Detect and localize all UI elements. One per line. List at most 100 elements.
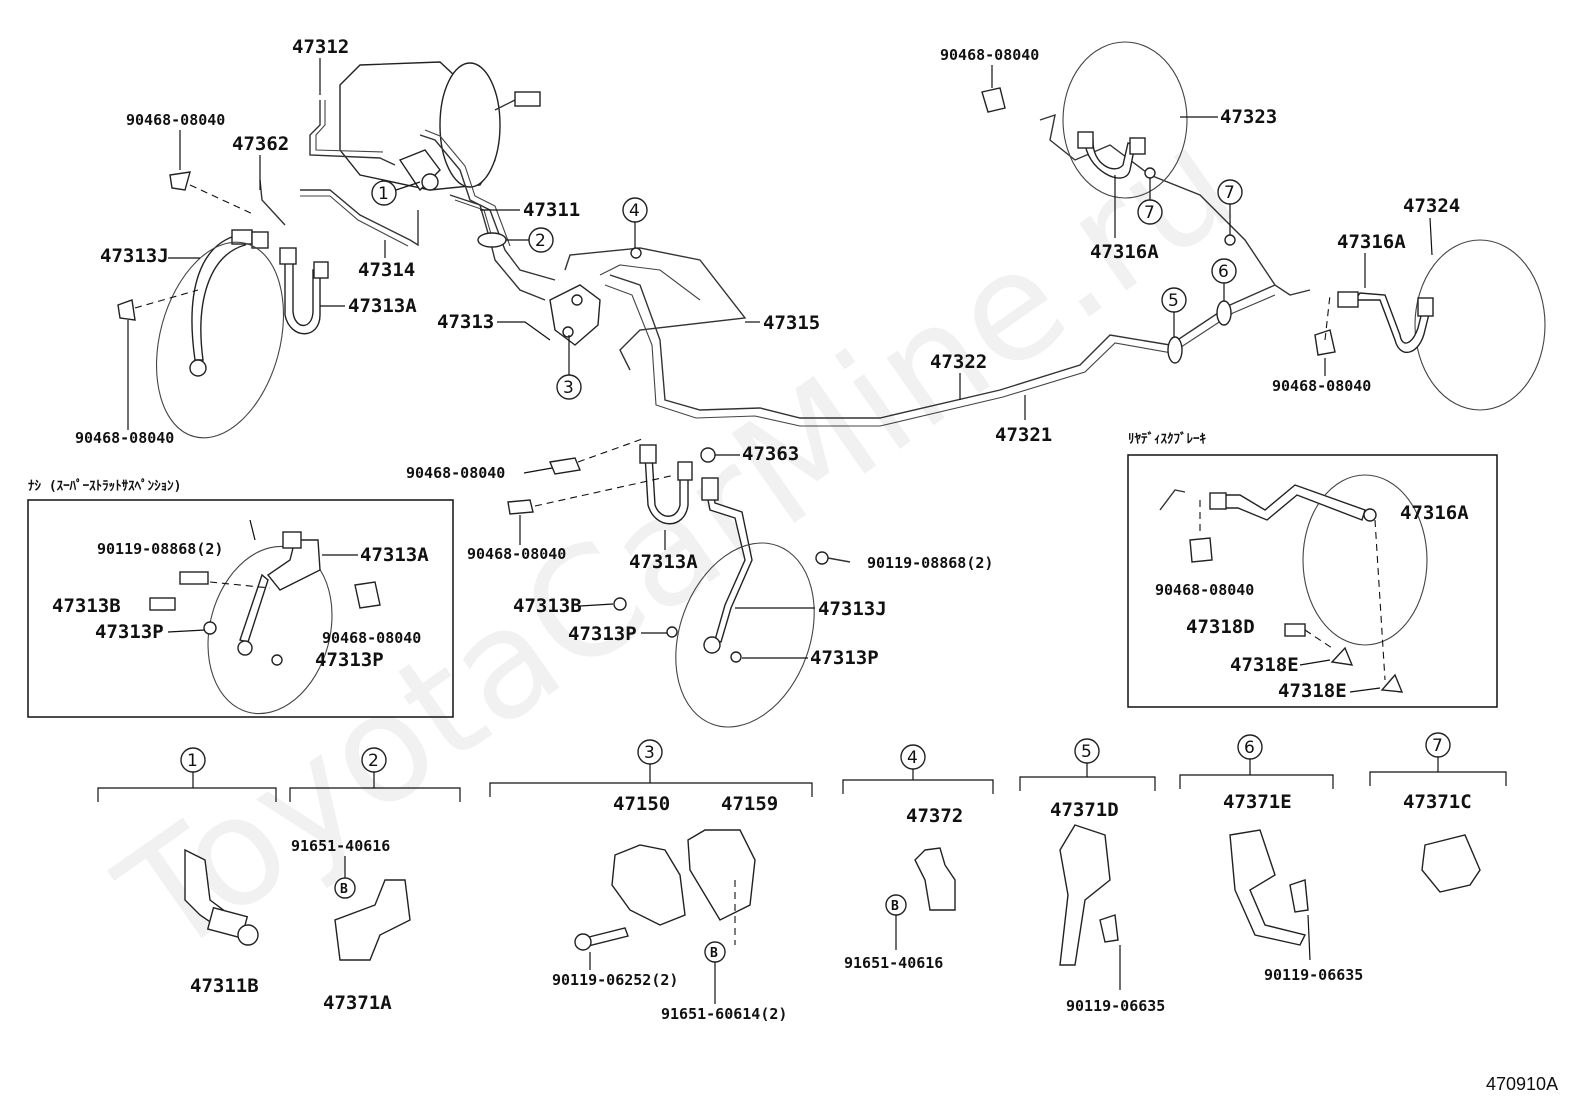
callout-6: 6 <box>1211 258 1237 326</box>
group-2-part-b: 47371A <box>323 992 392 1014</box>
group-4-part-b: 91651-40616 <box>844 954 943 972</box>
group-5: 5 47371D 90119-06635 <box>1019 738 1165 1015</box>
label-90468-08040-r: 90468-08040 <box>1272 377 1371 395</box>
svg-text:3: 3 <box>644 743 655 763</box>
svg-text:7: 7 <box>1432 736 1443 756</box>
box-right-label-90468: 90468-08040 <box>1155 581 1254 599</box>
label-47313J-b: 47313J <box>818 598 887 620</box>
proportioning-valve-drawing <box>549 284 601 346</box>
group-7-part-a: 47371C <box>1403 791 1472 813</box>
svg-text:2: 2 <box>535 231 546 251</box>
label-47313A-b: 47313A <box>629 551 698 573</box>
label-47315: 47315 <box>763 312 820 334</box>
box-right-label-47316A: 47316A <box>1400 502 1469 524</box>
callout-4: 4 <box>622 197 648 259</box>
callout-3: 3 <box>556 335 582 400</box>
box-right-title: ﾘﾔﾃﾞｨｽｸﾌﾞﾚｰｷ <box>1128 431 1207 447</box>
label-47316A-b: 47316A <box>1337 231 1406 253</box>
label-47313A-a: 47313A <box>348 295 417 317</box>
svg-text:B: B <box>340 882 348 897</box>
box-left-label-47313A: 47313A <box>360 544 429 566</box>
label-47321: 47321 <box>995 424 1052 446</box>
group-3-part-c: 91651-60614(2) <box>661 1005 787 1023</box>
group-4: 4 47372 B 91651-40616 <box>842 744 994 972</box>
front-brake-pipes <box>259 100 556 301</box>
group-3-part-b: 47159 <box>721 793 778 815</box>
group-6-part-a: 47371E <box>1223 791 1292 813</box>
pipe-47315 <box>564 247 747 371</box>
svg-text:1: 1 <box>187 751 198 771</box>
label-47316A-a: 47316A <box>1090 241 1159 263</box>
label-47324: 47324 <box>1403 195 1460 217</box>
svg-text:5: 5 <box>1168 291 1179 311</box>
group-6-part-b: 90119-06635 <box>1264 966 1363 984</box>
svg-text:4: 4 <box>907 748 918 768</box>
group-3-bolt-a: 90119-06252(2) <box>552 971 678 989</box>
group-5-part-a: 47371D <box>1050 799 1119 821</box>
svg-text:4: 4 <box>629 201 640 221</box>
box-left-label-47313B: 47313B <box>52 595 121 617</box>
brake-booster-drawing <box>339 61 541 192</box>
svg-text:7: 7 <box>1224 183 1235 203</box>
svg-text:B: B <box>710 946 718 961</box>
box-left-title: ﾅｼ (ｽｰﾊﾟｰｽﾄﾗｯﾄｻｽﾍﾟﾝｼｮﾝ) <box>28 478 181 494</box>
box-right-label-47318D: 47318D <box>1186 616 1255 638</box>
group-7: 7 47371C <box>1369 732 1507 893</box>
box-left-label-47313P-b: 47313P <box>315 649 384 671</box>
svg-text:B: B <box>891 899 899 914</box>
label-47313J-a: 47313J <box>100 245 169 267</box>
center-hoses <box>639 444 815 728</box>
diagram-code: 470910A <box>1486 1074 1558 1094</box>
box-right-label-47318E-a: 47318E <box>1230 654 1299 676</box>
label-90468-08040-c: 90468-08040 <box>406 464 505 482</box>
label-47323: 47323 <box>1220 106 1277 128</box>
inset-box-right: ﾘﾔﾃﾞｨｽｸﾌﾞﾚｰｷ 47316A 90468-08040 47318D 4… <box>1127 431 1498 708</box>
svg-text:7: 7 <box>1144 203 1155 223</box>
rear-hoses <box>1062 41 1546 411</box>
label-90468-08040-d: 90468-08040 <box>467 545 566 563</box>
label-47314: 47314 <box>358 259 415 281</box>
box-right-label-47318E-b: 47318E <box>1278 680 1347 702</box>
callout-5: 5 <box>1161 287 1187 364</box>
group-1-part: 47311B <box>190 975 259 997</box>
label-47362: 47362 <box>232 133 289 155</box>
front-hoses <box>155 229 329 439</box>
group-4-part-a: 47372 <box>906 805 963 827</box>
label-47322: 47322 <box>930 351 987 373</box>
label-90468-08040-b: 90468-08040 <box>75 429 174 447</box>
svg-text:3: 3 <box>563 378 574 398</box>
group-3: 3 47150 47159 B 90119-06252(2) 91651-606… <box>489 739 813 1023</box>
callouts: 1 2 3 4 5 6 <box>371 167 1243 400</box>
callout-2: 2 <box>477 227 554 253</box>
group-3-part-a: 47150 <box>613 793 670 815</box>
callout-7a: 7 <box>1137 167 1163 225</box>
label-47312: 47312 <box>292 36 349 58</box>
label-47313: 47313 <box>437 311 494 333</box>
callout-1: 1 <box>371 180 421 206</box>
svg-text:6: 6 <box>1244 738 1255 758</box>
group-1: 1 47311B <box>97 747 277 997</box>
svg-text:2: 2 <box>368 751 379 771</box>
main-labels: 47312 90468-08040 47362 47311 47313J 473… <box>75 36 1460 669</box>
clips <box>117 87 1336 663</box>
label-47363: 47363 <box>742 443 799 465</box>
label-90119-08868-a: 90119-08868(2) <box>867 554 993 572</box>
box-left-label-90468: 90468-08040 <box>322 629 421 647</box>
group-5-part-b: 90119-06635 <box>1066 997 1165 1015</box>
box-left-label-90119: 90119-08868(2) <box>97 540 223 558</box>
label-47313P-b: 47313P <box>810 647 879 669</box>
label-47313P-a: 47313P <box>568 623 637 645</box>
svg-text:6: 6 <box>1218 262 1229 282</box>
group-6: 6 47371E 90119-06635 <box>1179 734 1363 984</box>
svg-text:5: 5 <box>1081 742 1092 762</box>
group-2: 2 91651-40616 B 47371A <box>289 747 461 1014</box>
svg-text:1: 1 <box>378 184 389 204</box>
inset-box-left: ﾅｼ (ｽｰﾊﾟｰｽﾄﾗｯﾄｻｽﾍﾟﾝｼｮﾝ) 90119-08868(2) 4… <box>27 478 454 718</box>
callout-7b: 7 <box>1217 179 1243 246</box>
label-47313B-a: 47313B <box>513 595 582 617</box>
label-90468-08040-top: 90468-08040 <box>940 46 1039 64</box>
group-2-part-a: 91651-40616 <box>291 837 390 855</box>
label-90468-08040-a: 90468-08040 <box>126 111 225 129</box>
label-47311: 47311 <box>523 199 580 221</box>
